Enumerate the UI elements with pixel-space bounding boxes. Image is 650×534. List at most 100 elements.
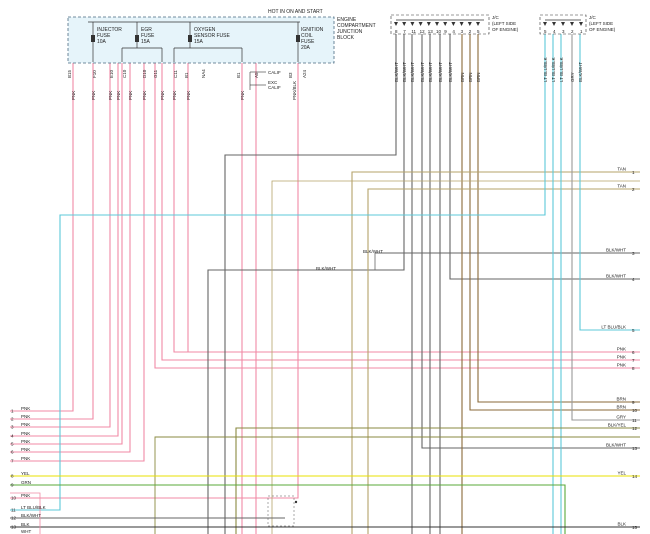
junction-block-title-3: JUNCTION bbox=[337, 29, 363, 35]
wire-blkwht-4 bbox=[449, 34, 640, 280]
left-wire-number: 7 bbox=[11, 459, 14, 464]
jb-pin: C10 bbox=[122, 69, 127, 78]
jb-pin: NA4 bbox=[201, 69, 206, 78]
left-wire-number: 6 bbox=[11, 450, 14, 455]
calif-label: CALIF bbox=[268, 70, 281, 75]
jc1-pin-number: 3 bbox=[461, 29, 464, 34]
fuse-wire-label: PNK bbox=[186, 91, 191, 100]
right-wire-number: 12 bbox=[632, 426, 638, 431]
fuse-oxygen-l1: OXYGEN bbox=[194, 27, 216, 33]
jb-pin: A24 bbox=[302, 69, 307, 78]
right-wire-number: 9 bbox=[632, 400, 635, 405]
jc1-pin-number: 9 bbox=[444, 29, 447, 34]
right-wire-label: GRY bbox=[616, 415, 626, 420]
right-wire-label: BLK/YEL bbox=[608, 423, 627, 428]
jc1-pin-marker bbox=[476, 22, 480, 26]
wire-pnk-r6 bbox=[173, 62, 640, 353]
fuse-injector-l2: FUSE bbox=[97, 33, 111, 39]
right-wire-number: 8 bbox=[632, 366, 635, 371]
ignition-fuse-element bbox=[296, 35, 300, 42]
jc2-wire-label: LT BLU/BLK bbox=[559, 57, 564, 82]
fuse-ignition-l1: IGNITION bbox=[301, 27, 324, 33]
wire-pnk-1 bbox=[10, 62, 74, 412]
jc1-pin-marker bbox=[467, 22, 472, 26]
right-wire-number: 11 bbox=[632, 418, 637, 423]
wire-ltblu-5 bbox=[579, 34, 640, 331]
right-wire-label: BLK bbox=[617, 522, 626, 527]
wire-pnk-2 bbox=[10, 62, 94, 420]
junction-block-header: HOT IN ON AND START bbox=[268, 9, 323, 15]
jb-pin: B15 bbox=[67, 69, 72, 78]
jb-pin: B1 bbox=[236, 72, 241, 78]
wire-grn-9 bbox=[10, 484, 566, 534]
fuse-egr-l1: EGR bbox=[141, 27, 152, 33]
jc2-wire-label: LT BLU/BLK bbox=[543, 57, 548, 82]
jc1-title-2: (LEFT SIDE bbox=[492, 21, 516, 26]
left-wire-label: PNK bbox=[21, 439, 30, 444]
fuse-wire-label: PNK bbox=[116, 91, 121, 100]
jc2-wire-label: LT BLU/BLK bbox=[551, 57, 556, 82]
right-wire-label: BRN bbox=[616, 405, 626, 410]
left-wire-number: 13 bbox=[11, 525, 17, 530]
jc1-pin-marker bbox=[394, 22, 398, 26]
jb-pin: C11 bbox=[173, 70, 178, 78]
jc1-pin-marker bbox=[426, 22, 431, 26]
wire-pnk-stub bbox=[10, 492, 41, 534]
jc1-pin-number: 4 bbox=[452, 29, 455, 34]
fuse-injector-l1: INJECTOR bbox=[97, 27, 122, 33]
jc1-wire-label: BRN bbox=[476, 72, 481, 82]
wire-tan-x bbox=[271, 180, 640, 534]
left-wire-number: 5 bbox=[11, 442, 14, 447]
wire-brn-9 bbox=[477, 34, 640, 403]
jc1-wire-label: BRN bbox=[460, 72, 465, 82]
junction-block-pins: B15 F10 E10 C10 D10 G11 C11 B1 NA4 B1 A5… bbox=[67, 69, 307, 78]
left-wire-label: PNK bbox=[21, 447, 30, 452]
fuse-wire-label: PNK bbox=[128, 91, 133, 100]
junction-block-title-1: ENGINE bbox=[337, 17, 357, 23]
wire-pnk-4 bbox=[10, 62, 119, 437]
jc2-wire-label: BLK/WHT bbox=[578, 62, 583, 82]
wire-pnk-5 bbox=[10, 62, 123, 445]
jc1-pin-marker bbox=[451, 22, 456, 26]
right-wire-label: LT BLU/BLK bbox=[601, 325, 626, 330]
wire-gry-11 bbox=[571, 34, 640, 421]
wire-pnk-r7 bbox=[161, 62, 640, 361]
jc2-pin-number: 2 bbox=[571, 29, 574, 34]
left-wire-label: PNK bbox=[21, 414, 30, 419]
jc1-pin-number: 13 bbox=[428, 29, 434, 34]
wire-pnk-6 bbox=[10, 62, 131, 453]
jc2-wire-label: GRY bbox=[570, 72, 575, 82]
fuse-ignition-l4: 20A bbox=[301, 45, 311, 51]
right-wire-number: 5 bbox=[632, 328, 635, 333]
left-wire-number: 8 bbox=[11, 474, 14, 479]
jc2-pin-number: 5 bbox=[544, 29, 547, 34]
jc2-pin-marker bbox=[552, 22, 556, 26]
right-wire-number: 1 bbox=[632, 170, 635, 175]
jc1-title-1: J/C bbox=[492, 15, 500, 20]
fuse-ignition-l2: COIL bbox=[301, 33, 313, 39]
right-wire-label: TAN bbox=[617, 184, 626, 189]
fuse-wire-label: PNK bbox=[142, 91, 147, 100]
jb-pin: E10 bbox=[109, 69, 114, 78]
fuse-wire-label: PNK bbox=[108, 91, 113, 100]
jc1-pin-number: 5 bbox=[477, 29, 480, 34]
fuse-wire-label: PNK/BLK bbox=[292, 81, 297, 100]
jc2-box bbox=[539, 14, 587, 35]
junction-block-title-2: COMPARTMENT bbox=[337, 23, 376, 29]
right-wire-label: BLK/WHT bbox=[606, 248, 626, 253]
jb-pin: B3 bbox=[288, 72, 293, 78]
left-wire-number: 9 bbox=[11, 483, 14, 488]
jc2-pin-marker bbox=[561, 22, 565, 26]
jc1-pin-number: 12 bbox=[420, 29, 426, 34]
fuse-wire-label: PNK bbox=[71, 91, 76, 100]
jc1-wire-label: BLK/WHT bbox=[394, 62, 399, 82]
calibration-switch bbox=[249, 71, 266, 90]
jc1-pin-marker bbox=[410, 22, 415, 26]
right-wire-number: 2 bbox=[632, 187, 635, 192]
jc2-pin-marker bbox=[570, 22, 574, 26]
jc2-pin-marker bbox=[543, 22, 547, 26]
